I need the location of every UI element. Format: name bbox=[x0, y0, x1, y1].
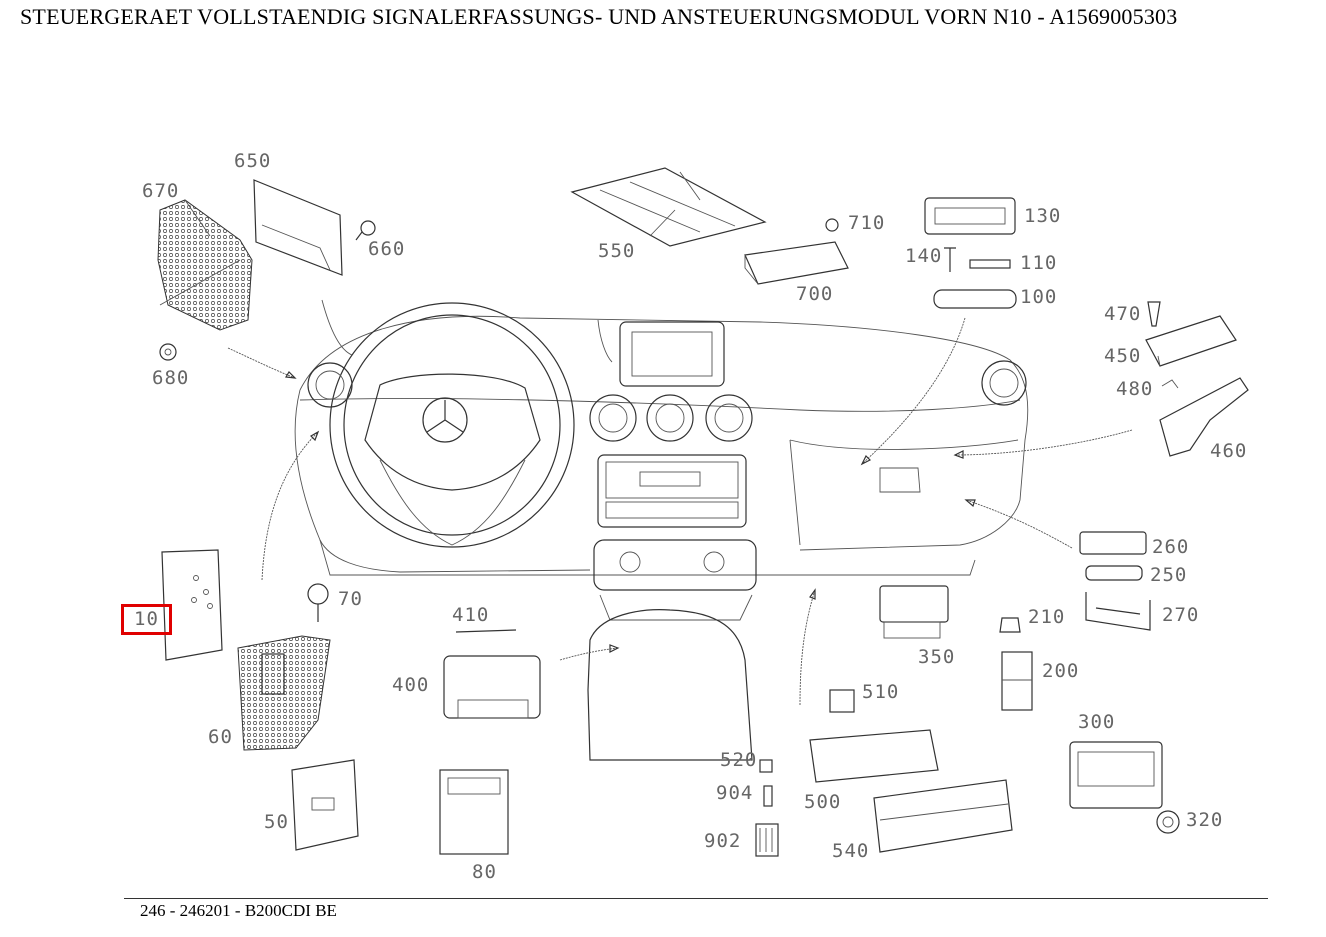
part-label-10[interactable]: 10 bbox=[134, 608, 159, 630]
part-670-drawing bbox=[157, 199, 253, 331]
part-210-drawing bbox=[999, 617, 1021, 633]
part-650-drawing bbox=[253, 179, 343, 276]
part-label-700[interactable]: 700 bbox=[796, 283, 834, 305]
dashboard-drawing bbox=[294, 299, 1029, 761]
part-label-100[interactable]: 100 bbox=[1020, 286, 1058, 308]
part-480-drawing bbox=[1161, 379, 1179, 389]
part-300-drawing bbox=[1069, 741, 1163, 809]
part-130-drawing bbox=[924, 197, 1016, 235]
part-label-50[interactable]: 50 bbox=[264, 811, 289, 833]
part-label-650[interactable]: 650 bbox=[234, 150, 272, 172]
part-660-drawing bbox=[355, 220, 376, 241]
diagram-title: STEUERGERAET VOLLSTAENDIG SIGNALERFASSUN… bbox=[20, 4, 1178, 29]
part-label-470[interactable]: 470 bbox=[1104, 303, 1142, 325]
part-label-540[interactable]: 540 bbox=[832, 840, 870, 862]
part-label-680[interactable]: 680 bbox=[152, 367, 190, 389]
footer-divider bbox=[124, 898, 1268, 899]
part-260-drawing bbox=[1079, 531, 1147, 555]
part-470-drawing bbox=[1147, 301, 1161, 327]
part-60-drawing bbox=[237, 635, 331, 751]
part-680-drawing bbox=[159, 343, 177, 361]
part-500-drawing bbox=[809, 729, 939, 783]
part-510-drawing bbox=[829, 689, 855, 713]
part-label-70[interactable]: 70 bbox=[338, 588, 363, 610]
part-label-140[interactable]: 140 bbox=[905, 245, 943, 267]
part-label-550[interactable]: 550 bbox=[598, 240, 636, 262]
part-520-drawing bbox=[759, 759, 773, 773]
part-540-drawing bbox=[873, 779, 1013, 853]
part-label-660[interactable]: 660 bbox=[368, 238, 406, 260]
part-label-904[interactable]: 904 bbox=[716, 782, 754, 804]
selected-part-highlight bbox=[121, 604, 172, 635]
part-label-200[interactable]: 200 bbox=[1042, 660, 1080, 682]
part-460-drawing bbox=[1159, 377, 1249, 457]
part-270-drawing bbox=[1085, 592, 1151, 631]
part-label-300[interactable]: 300 bbox=[1078, 711, 1116, 733]
part-label-480[interactable]: 480 bbox=[1116, 378, 1154, 400]
part-label-450[interactable]: 450 bbox=[1104, 345, 1142, 367]
part-80-drawing bbox=[439, 769, 509, 855]
part-label-260[interactable]: 260 bbox=[1152, 536, 1190, 558]
part-100-drawing bbox=[933, 289, 1017, 309]
part-140-drawing bbox=[944, 247, 956, 272]
part-label-670[interactable]: 670 bbox=[142, 180, 180, 202]
part-450-drawing bbox=[1145, 315, 1237, 367]
part-250-drawing bbox=[1085, 565, 1143, 581]
model-footer: 246 - 246201 - B200CDI BE bbox=[140, 901, 337, 920]
part-label-350[interactable]: 350 bbox=[918, 646, 956, 668]
part-320-drawing bbox=[1156, 810, 1180, 834]
part-label-80[interactable]: 80 bbox=[472, 861, 497, 883]
part-label-500[interactable]: 500 bbox=[804, 791, 842, 813]
arrows bbox=[227, 317, 1133, 706]
part-label-210[interactable]: 210 bbox=[1028, 606, 1066, 628]
part-70-drawing bbox=[307, 583, 329, 622]
part-label-410[interactable]: 410 bbox=[452, 604, 490, 626]
part-label-400[interactable]: 400 bbox=[392, 674, 430, 696]
part-110-drawing bbox=[969, 259, 1011, 269]
part-label-710[interactable]: 710 bbox=[848, 212, 886, 234]
part-400-drawing bbox=[443, 655, 541, 719]
part-410-drawing bbox=[455, 629, 517, 633]
part-904-drawing bbox=[763, 785, 773, 807]
part-550-drawing bbox=[570, 167, 767, 247]
part-label-60[interactable]: 60 bbox=[208, 726, 233, 748]
part-label-250[interactable]: 250 bbox=[1150, 564, 1188, 586]
part-label-460[interactable]: 460 bbox=[1210, 440, 1248, 462]
part-710-drawing bbox=[825, 218, 839, 232]
part-10-drawing bbox=[161, 549, 223, 661]
part-label-320[interactable]: 320 bbox=[1186, 809, 1224, 831]
part-label-110[interactable]: 110 bbox=[1020, 252, 1058, 274]
part-50-drawing bbox=[291, 759, 359, 851]
part-label-902[interactable]: 902 bbox=[704, 830, 742, 852]
part-700-drawing bbox=[744, 241, 849, 285]
part-350-drawing bbox=[879, 585, 949, 639]
part-label-130[interactable]: 130 bbox=[1024, 205, 1062, 227]
part-200-drawing bbox=[1001, 651, 1033, 711]
part-label-270[interactable]: 270 bbox=[1162, 604, 1200, 626]
part-902-drawing bbox=[755, 823, 779, 857]
part-label-510[interactable]: 510 bbox=[862, 681, 900, 703]
part-label-520[interactable]: 520 bbox=[720, 749, 758, 771]
